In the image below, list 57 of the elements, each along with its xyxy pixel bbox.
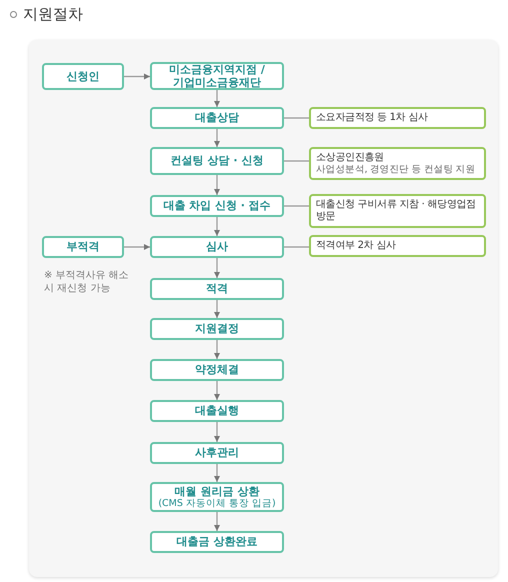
- box-label: 부적격: [66, 240, 100, 254]
- box-label: 사후관리: [195, 446, 239, 460]
- arrow: [214, 258, 220, 278]
- arrow: [124, 244, 150, 250]
- note-box: [309, 194, 486, 228]
- process-box: [150, 359, 284, 381]
- box-label: 대출실행: [195, 404, 239, 418]
- process-box: [150, 278, 284, 300]
- arrow: [124, 74, 150, 80]
- box-label: 대출신청 구비서류 지참 · 해당영업점 방문: [316, 199, 477, 223]
- arrow: [214, 512, 220, 531]
- box-subtext: 사업성분석, 경영진단 등 컨설팅 지원: [316, 164, 476, 176]
- connector-line: [284, 160, 309, 162]
- note-box: [309, 107, 486, 129]
- process-box: [150, 531, 284, 553]
- arrow: [214, 340, 220, 359]
- process-box: [150, 107, 284, 129]
- box-label: 심사: [206, 240, 228, 254]
- note-text: ※ 부적격사유 해소 시 재신청 가능: [44, 270, 130, 295]
- process-box: [150, 62, 284, 90]
- box-label: 대출금 상환완료: [176, 535, 258, 549]
- process-box: [42, 236, 124, 258]
- title: 지원절차: [23, 5, 83, 24]
- arrow: [214, 90, 220, 107]
- note-box: [309, 235, 486, 257]
- process-box: [150, 236, 284, 258]
- box-label: 지원결정: [195, 322, 239, 336]
- arrow: [214, 217, 220, 236]
- arrow: [214, 129, 220, 147]
- box-subtext: (CMS 자동이체 통장 입금): [158, 498, 276, 510]
- box-label: 매월 원리금 상환: [174, 484, 260, 498]
- box-label: 미소금융지역지점 /기업미소금융재단: [168, 62, 266, 90]
- box-label: 대출 차입 신청 · 접수: [163, 199, 271, 213]
- box-label: 소상공인진흥원: [316, 152, 384, 164]
- connector-line: [284, 246, 309, 248]
- connector-line: [284, 205, 309, 207]
- process-box: [150, 195, 284, 217]
- connector-line: [284, 117, 309, 119]
- arrow: [214, 422, 220, 442]
- box-label: 소요자금적정 등 1차 심사: [316, 112, 428, 124]
- arrow: [214, 175, 220, 195]
- process-box: [150, 318, 284, 340]
- arrow: [214, 381, 220, 400]
- process-box: [42, 63, 124, 90]
- note-box: [309, 147, 486, 180]
- process-box: [150, 400, 284, 422]
- box-label: 대출상담: [195, 111, 239, 125]
- box-label: 약정체결: [195, 363, 239, 377]
- process-box: [150, 442, 284, 464]
- box-label: 신청인: [66, 70, 100, 84]
- box-label: 컨설팅 상담 · 신청: [170, 154, 264, 168]
- process-box: [150, 482, 284, 512]
- arrow: [214, 300, 220, 318]
- process-box: [150, 147, 284, 175]
- box-label: 적격: [206, 282, 228, 296]
- arrow: [214, 464, 220, 482]
- box-label: 적격여부 2차 심사: [316, 240, 396, 252]
